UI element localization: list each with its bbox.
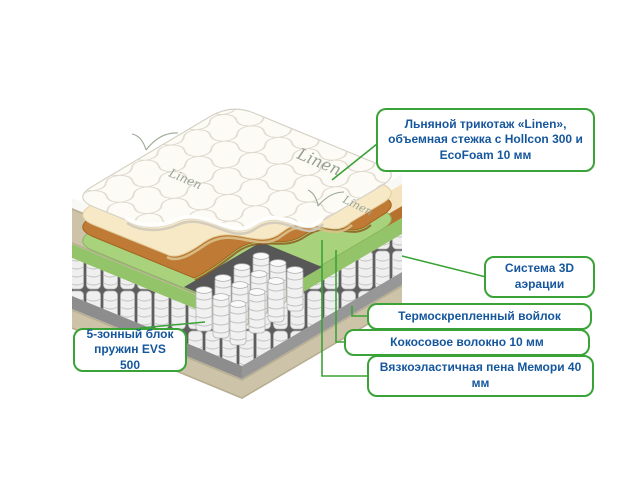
callout-coconut-text: Кокосовое волокно 10 мм [390, 334, 544, 349]
spring-coil [229, 300, 247, 346]
callout-cover-text: Льняной трикотаж «Linen», объемная стежк… [388, 116, 583, 162]
cover-rolled-edge [124, 214, 324, 231]
spring-coil [212, 293, 230, 339]
callout-springs: 5-зонный блок пружин EVS 500 [73, 326, 187, 372]
callout-cover: Льняной трикотаж «Linen», объемная стежк… [376, 108, 595, 172]
callout-aeration: Система 3D аэрации [484, 256, 595, 298]
callout-line-felt [351, 306, 368, 317]
spring-coil [248, 288, 266, 334]
callout-line-aeration [401, 255, 487, 278]
callout-memory: Вязкоэластичная пена Мемори 40 мм [367, 355, 594, 397]
memory-foam-edge-shadow [166, 224, 353, 261]
callout-line-coconut [335, 250, 345, 343]
callout-line-springs [139, 321, 206, 329]
callout-felt: Термоскрепленный войлок [367, 303, 592, 330]
callout-aeration-text: Система 3D аэрации [504, 261, 575, 291]
spring-coil [286, 266, 304, 312]
callout-springs-text: 5-зонный блок пружин EVS 500 [86, 326, 174, 372]
callout-memory-text: Вязкоэластичная пена Мемори 40 мм [379, 360, 582, 390]
spring-coil [267, 277, 285, 323]
spring-coil [195, 286, 213, 332]
leaf-motif [307, 189, 345, 207]
leaf-motif [131, 132, 179, 151]
cover-edge-shadow [126, 220, 324, 235]
callout-coconut: Кокосовое волокно 10 мм [344, 329, 590, 356]
callout-lines [139, 143, 487, 377]
callout-line-cover [331, 143, 378, 181]
callout-line-memory [321, 240, 368, 377]
springs-band-left [72, 258, 242, 366]
callout-felt-text: Термоскрепленный войлок [398, 308, 561, 323]
